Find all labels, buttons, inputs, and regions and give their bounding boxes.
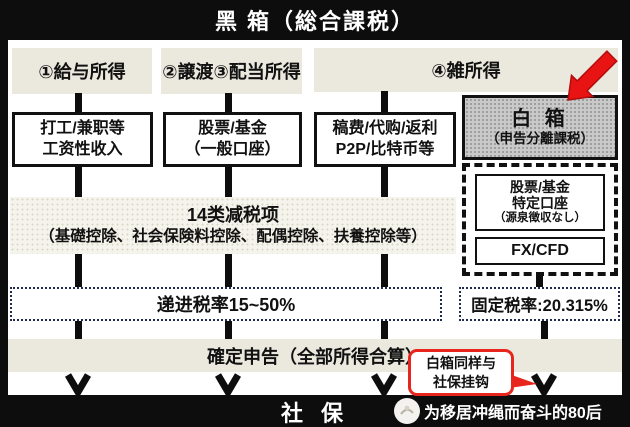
- connector-line: [75, 167, 82, 197]
- callout-tail: [509, 374, 537, 388]
- callout-line: 白箱同样与: [426, 355, 496, 372]
- whitebox-header: 白 箱 （申告分離課税）: [462, 95, 618, 160]
- category-salary-income: ①給与所得: [12, 48, 152, 94]
- callout-bubble: 白箱同样与 社保挂钩: [408, 349, 514, 396]
- connector-line: [75, 321, 82, 339]
- income-box-line: P2P/比特币等: [335, 140, 435, 158]
- down-arrow-icon: [531, 373, 557, 396]
- connector-line: [381, 167, 388, 197]
- whitebox-dashed-container: 股票/基金 特定口座 （源泉徴収なし） FX/CFD: [462, 163, 618, 276]
- watermark-text: 为移居冲绳而奋斗的80后: [424, 405, 602, 422]
- connector-line: [225, 254, 232, 287]
- deductions-detail: （基礎控除、社会保険料控除、配偶控除、扶養控除等）: [39, 228, 427, 246]
- income-box-line: 股票/基金: [198, 119, 267, 137]
- deductions-title: 14类减税项: [186, 204, 280, 225]
- deductions-band: 14类减税项 （基礎控除、社会保険料控除、配偶控除、扶養控除等）: [10, 197, 456, 254]
- down-arrow-icon: [65, 373, 91, 396]
- income-box-line: 打工/兼职等: [40, 119, 125, 137]
- whitebox-item-fx-cfd: FX/CFD: [475, 236, 605, 265]
- whitebox-item-line: 股票/基金: [510, 178, 570, 195]
- fixed-rate-box: 固定税率:20.315%: [459, 287, 620, 321]
- social-insurance-label: 社 保: [280, 401, 350, 426]
- down-arrow-icon: [371, 373, 397, 396]
- connector-line: [225, 167, 232, 197]
- progressive-rate-box: 递进税率15~50%: [10, 287, 442, 321]
- income-box-misc-sources: 稿费/代购/返利 P2P/比特币等: [314, 112, 456, 167]
- connector-line: [541, 321, 548, 339]
- final-return-bar: 確定申告（全部所得合算）: [8, 339, 622, 372]
- callout-line: 社保挂钩: [433, 373, 489, 390]
- income-box-line: 工资性收入: [42, 140, 123, 158]
- whitebox-item-specified-account: 股票/基金 特定口座 （源泉徴収なし）: [475, 174, 605, 231]
- diagram-title: 黑 箱（総合課税）: [214, 9, 416, 34]
- connector-line: [536, 276, 543, 287]
- connector-line: [225, 321, 232, 339]
- connector-line: [381, 321, 388, 339]
- connector-line: [381, 254, 388, 287]
- connector-line: [225, 93, 232, 113]
- whitebox-title: 白 箱: [511, 108, 569, 131]
- whitebox-subtitle: （申告分離課税）: [486, 131, 594, 147]
- down-arrow-icon: [215, 373, 241, 396]
- whitebox-item-line: 特定口座: [512, 195, 568, 212]
- red-pointer-arrow-icon: [567, 50, 618, 101]
- whitebox-item-line: （源泉徴収なし）: [494, 212, 586, 225]
- income-box-wages: 打工/兼职等 工资性收入: [12, 112, 153, 167]
- watermark: 为移居冲绳而奋斗的80后: [394, 396, 602, 426]
- category-transfer-dividend-income: ②譲渡③配当所得: [161, 48, 302, 94]
- whitebox-item-line: FX/CFD: [511, 242, 569, 260]
- income-box-line: 稿费/代购/返利: [332, 119, 438, 137]
- category-misc-income: ④雑所得: [314, 48, 618, 92]
- connector-line: [75, 93, 82, 113]
- watermark-logo-icon: [394, 398, 420, 424]
- connector-line: [381, 91, 388, 113]
- income-box-stocks-general: 股票/基金 （一般口座）: [163, 112, 302, 167]
- income-box-line: （一般口座）: [184, 140, 281, 158]
- connector-line: [75, 254, 82, 287]
